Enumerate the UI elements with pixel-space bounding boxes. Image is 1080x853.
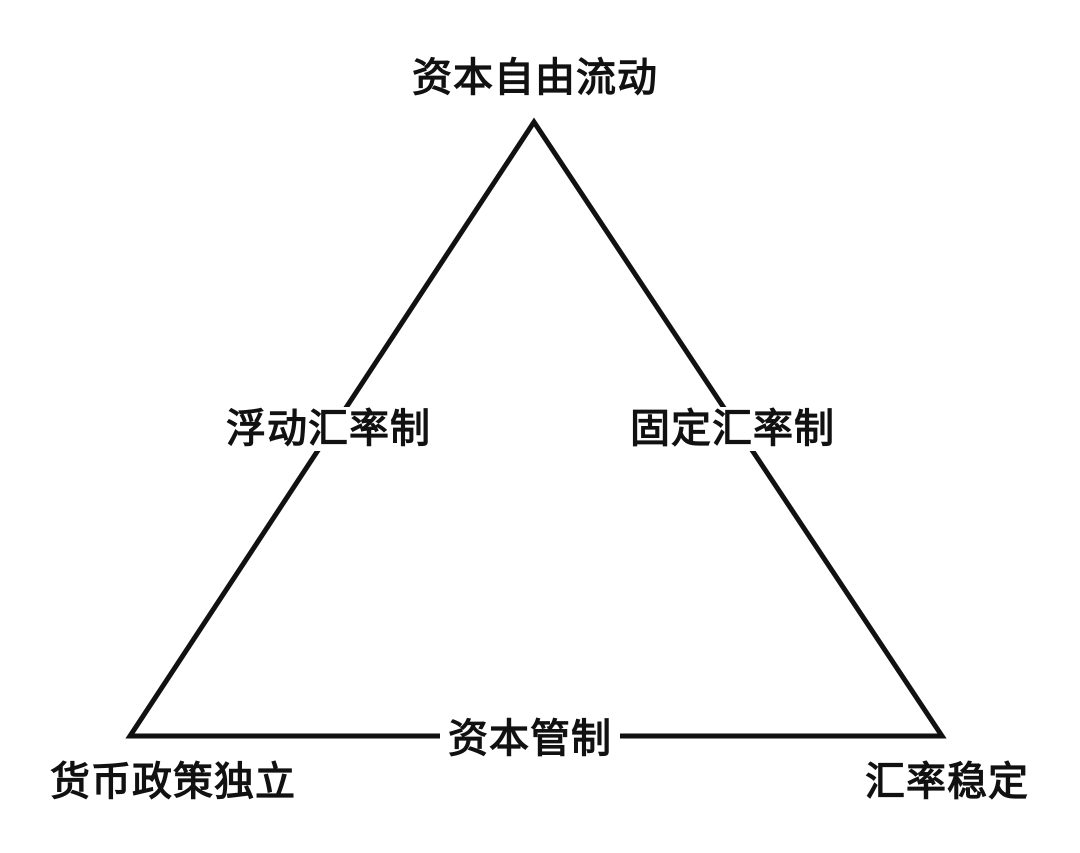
edge-label-floating-exchange-rate: 浮动汇率制 xyxy=(218,407,439,451)
vertex-label-monetary-independence: 货币政策独立 xyxy=(50,759,296,805)
edge-label-capital-controls: 资本管制 xyxy=(440,717,620,761)
vertex-label-capital-mobility: 资本自由流动 xyxy=(412,55,658,101)
edge-label-fixed-exchange-rate: 固定汇率制 xyxy=(622,407,843,451)
vertex-label-exchange-rate-stability: 汇率稳定 xyxy=(865,759,1029,805)
